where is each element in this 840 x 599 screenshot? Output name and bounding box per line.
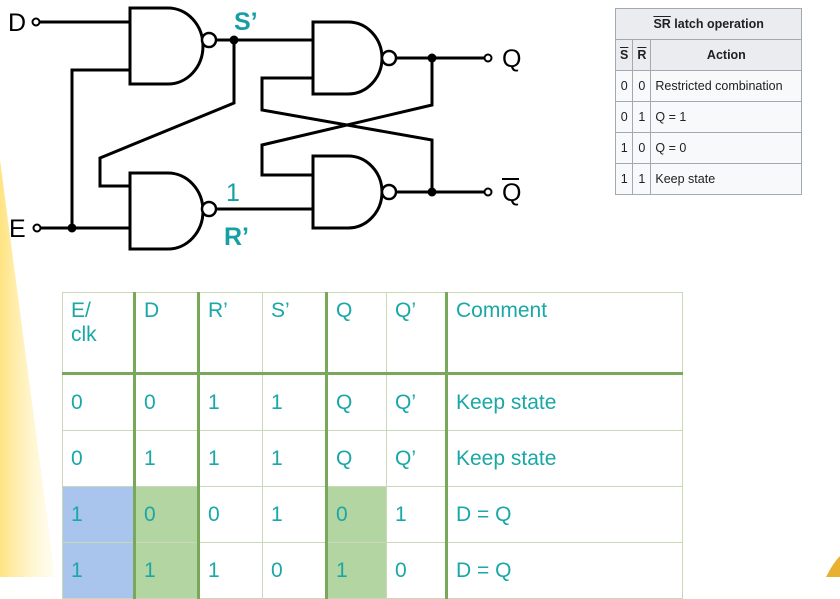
col-s-prime: S’ bbox=[262, 292, 327, 374]
node-r-value-label: 1 bbox=[226, 179, 240, 207]
sr-cell-action: Q = 0 bbox=[650, 132, 803, 164]
cell-comment: Keep state bbox=[445, 430, 683, 487]
wire-q-feedback bbox=[260, 58, 434, 177]
input-d-terminal bbox=[31, 17, 41, 27]
col-q-prime: Q’ bbox=[386, 292, 447, 374]
nand-gate-latch-top bbox=[311, 20, 398, 96]
cell-e: 0 bbox=[62, 373, 135, 431]
cell-q-prime: 0 bbox=[386, 542, 447, 599]
cell-q: 1 bbox=[325, 542, 387, 599]
node-s-prime-label: S’ bbox=[234, 8, 258, 36]
sr-cell-action: Q = 1 bbox=[650, 101, 803, 133]
sr-cell-r: 0 bbox=[632, 132, 652, 164]
input-e-terminal bbox=[32, 223, 42, 233]
cell-s-prime: 0 bbox=[262, 542, 327, 599]
cell-s-prime: 1 bbox=[262, 373, 327, 431]
corner-swoosh bbox=[826, 556, 840, 577]
col-e-clk: E/clk bbox=[62, 292, 135, 374]
sr-table-row: 1 0 Q = 0 bbox=[614, 132, 803, 164]
nand-gate-input-bottom bbox=[128, 171, 218, 251]
cell-q-prime: Q’ bbox=[386, 430, 447, 487]
nand-gate-input-top bbox=[128, 6, 218, 86]
sr-table-row: 1 1 Keep state bbox=[614, 163, 803, 195]
col-q: Q bbox=[325, 292, 387, 374]
cell-e: 0 bbox=[62, 430, 135, 487]
table-row: 0 1 1 1 Q Q’ Keep state bbox=[62, 430, 683, 487]
sr-cell-s: 0 bbox=[614, 101, 634, 133]
col-d: D bbox=[133, 292, 199, 374]
cell-d: 1 bbox=[133, 430, 199, 487]
sr-cell-r: 1 bbox=[632, 163, 652, 195]
junction-s-prime bbox=[229, 35, 239, 45]
sr-cell-action: Keep state bbox=[650, 163, 803, 195]
junction-q bbox=[427, 53, 437, 63]
cell-comment: Keep state bbox=[445, 373, 683, 431]
sr-table-caption-suffix: latch operation bbox=[670, 17, 764, 31]
output-q-label: Q bbox=[502, 45, 521, 73]
wires bbox=[39, 20, 484, 230]
cell-d: 0 bbox=[133, 373, 199, 431]
wire-e-branch bbox=[70, 68, 130, 228]
cell-e: 1 bbox=[62, 542, 135, 599]
sr-table-row: 0 0 Restricted combination bbox=[614, 70, 803, 102]
sr-cell-s: 0 bbox=[614, 70, 634, 102]
yellow-wedge bbox=[0, 160, 55, 577]
cell-d: 0 bbox=[133, 486, 199, 543]
output-q-terminal bbox=[483, 53, 493, 63]
table-row: 0 0 1 1 Q Q’ Keep state bbox=[62, 373, 683, 431]
cell-q: Q bbox=[325, 373, 387, 431]
col-r-prime: R’ bbox=[197, 292, 263, 374]
cell-s-prime: 1 bbox=[262, 430, 327, 487]
cell-q-prime: 1 bbox=[386, 486, 447, 543]
cell-e: 1 bbox=[62, 486, 135, 543]
d-latch-truth-table: E/clk D R’ S’ Q Q’ Comment 0 0 1 1 Q Q’ … bbox=[62, 292, 683, 599]
cell-comment: D = Q bbox=[445, 486, 683, 543]
sr-col-r: R bbox=[632, 39, 652, 71]
truth-table-header: E/clk D R’ S’ Q Q’ Comment bbox=[62, 292, 683, 374]
sr-cell-action: Restricted combination bbox=[650, 70, 803, 102]
d-latch-circuit: D E S’ 1 R’ Q Q bbox=[8, 6, 521, 251]
sr-table-caption-prefix: SR bbox=[653, 17, 671, 31]
sr-col-s: S bbox=[614, 39, 634, 71]
input-d-label: D bbox=[8, 9, 26, 37]
cell-q: Q bbox=[325, 430, 387, 487]
cell-r-prime: 1 bbox=[197, 373, 263, 431]
cell-q-prime: Q’ bbox=[386, 373, 447, 431]
sr-cell-s: 1 bbox=[614, 163, 634, 195]
wire-s-prime-down bbox=[98, 40, 236, 188]
output-qbar-label: Q bbox=[502, 179, 521, 207]
wire-qbar-feedback bbox=[260, 76, 434, 192]
sr-latch-operation-table: SR latch operation S R Action 0 0 Restri… bbox=[614, 8, 803, 195]
cell-r-prime: 1 bbox=[197, 430, 263, 487]
junction-qbar bbox=[427, 187, 437, 197]
cell-q: 0 bbox=[325, 486, 387, 543]
cell-r-prime: 0 bbox=[197, 486, 263, 543]
junction-e bbox=[67, 223, 77, 233]
table-row: 1 1 1 0 1 0 D = Q bbox=[62, 542, 683, 599]
cell-s-prime: 1 bbox=[262, 486, 327, 543]
sr-cell-r: 1 bbox=[632, 101, 652, 133]
cell-comment: D = Q bbox=[445, 542, 683, 599]
slide-background bbox=[0, 160, 840, 577]
sr-col-action: Action bbox=[650, 39, 803, 71]
cell-d: 1 bbox=[133, 542, 199, 599]
sr-cell-r: 0 bbox=[632, 70, 652, 102]
node-r-prime-label: R’ bbox=[224, 223, 249, 251]
sr-table-row: 0 1 Q = 1 bbox=[614, 101, 803, 133]
nand-gate-latch-bottom bbox=[311, 154, 398, 230]
sr-cell-s: 1 bbox=[614, 132, 634, 164]
output-qbar-terminal bbox=[483, 187, 493, 197]
table-row: 1 0 0 1 0 1 D = Q bbox=[62, 486, 683, 543]
cell-r-prime: 1 bbox=[197, 542, 263, 599]
sr-table-caption: SR latch operation bbox=[614, 8, 803, 40]
col-comment: Comment bbox=[445, 292, 683, 374]
input-e-label: E bbox=[9, 215, 26, 243]
